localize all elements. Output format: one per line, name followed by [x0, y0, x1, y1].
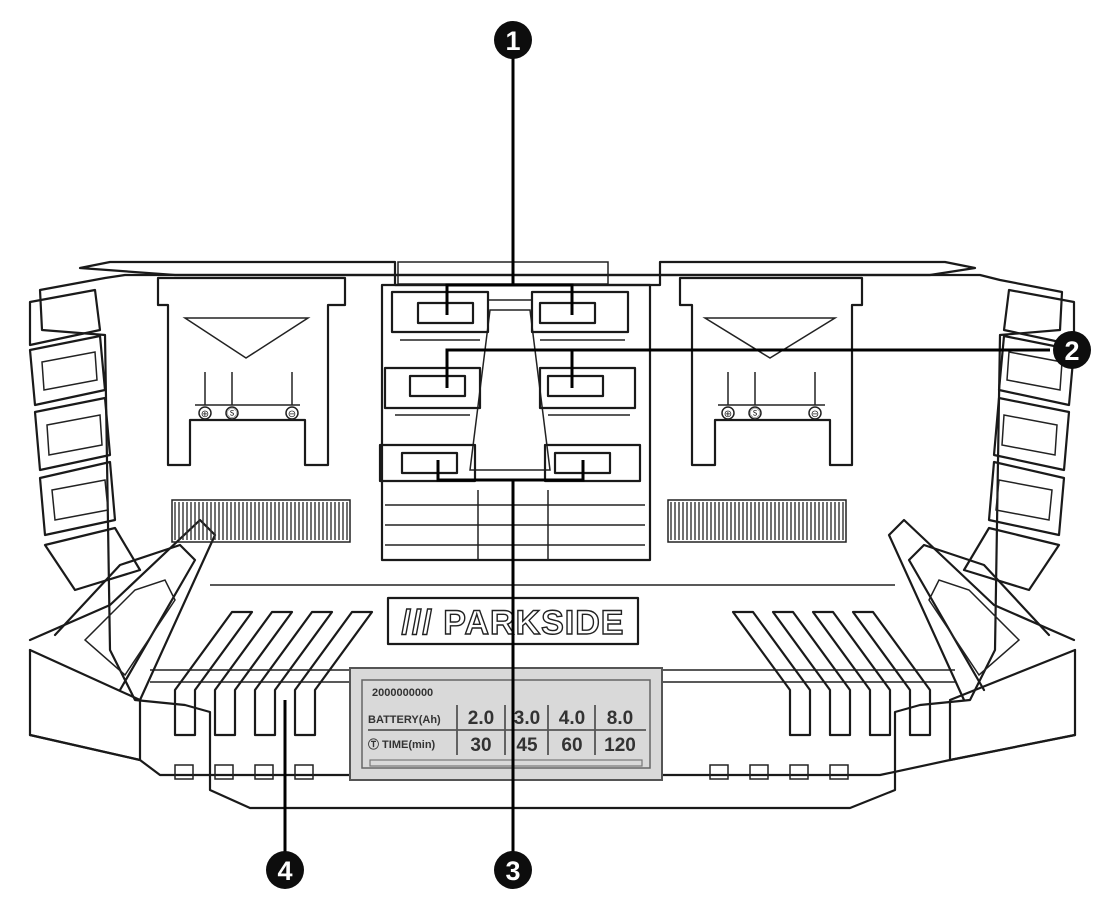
battery-terminal-icon: ⊖	[288, 409, 296, 420]
callout-number: 4	[277, 856, 292, 886]
battery-terminal-icon: ⊕	[724, 409, 732, 420]
time-row-label: Ⓣ TIME(min)	[368, 737, 436, 751]
callout-bubble-icon	[1053, 331, 1091, 369]
left-vent-grille	[174, 502, 348, 540]
front-left-air-slots	[173, 610, 374, 737]
charge-time-label: 2000000000 BATTERY(Ah) Ⓣ TIME(min) 2.0 3.…	[349, 667, 663, 781]
callout-bubble-icon	[494, 851, 532, 889]
callout-bubble-icon	[266, 851, 304, 889]
battery-capacity-value: 4.0	[559, 708, 585, 729]
charge-time-value: 60	[561, 735, 582, 756]
battery-capacity-value: 3.0	[514, 708, 540, 729]
battery-terminal-icon: Ⓢ	[227, 408, 237, 420]
charge-time-value: 120	[604, 735, 636, 756]
left-battery-slot	[156, 276, 351, 543]
right-vent-grille	[670, 502, 844, 540]
front-right-air-slots	[731, 610, 932, 737]
battery-row-label: BATTERY(Ah)	[368, 714, 441, 726]
battery-capacity-value: 8.0	[607, 708, 633, 729]
label-model-code: 2000000000	[372, 687, 433, 699]
callout-4: 4	[266, 851, 304, 889]
battery-capacity-value: 2.0	[468, 708, 494, 729]
charge-table-values: 2.0 3.0 4.0 8.0 30 45 60 120	[468, 708, 636, 756]
callout-number: 3	[505, 856, 520, 886]
battery-terminal-icon: ⊖	[811, 409, 819, 420]
right-battery-slot	[667, 276, 864, 543]
callout-1: 1	[494, 21, 532, 59]
battery-terminal-icon: Ⓢ	[750, 408, 760, 420]
callout-number: 2	[1064, 336, 1079, 366]
battery-terminal-icon: ⊕	[201, 409, 209, 420]
charge-time-value: 30	[470, 735, 491, 756]
left-side-fins	[28, 288, 217, 702]
callout-number: 1	[505, 26, 520, 56]
base-feet	[174, 764, 849, 780]
right-side-fins	[887, 288, 1076, 702]
callout-leader-lines	[283, 58, 1050, 852]
callout-2: 2	[1053, 331, 1091, 369]
callout-3: 3	[494, 851, 532, 889]
callout-bubble-icon	[494, 21, 532, 59]
center-indicator-tower	[378, 261, 652, 562]
charge-time-value: 45	[516, 735, 538, 756]
